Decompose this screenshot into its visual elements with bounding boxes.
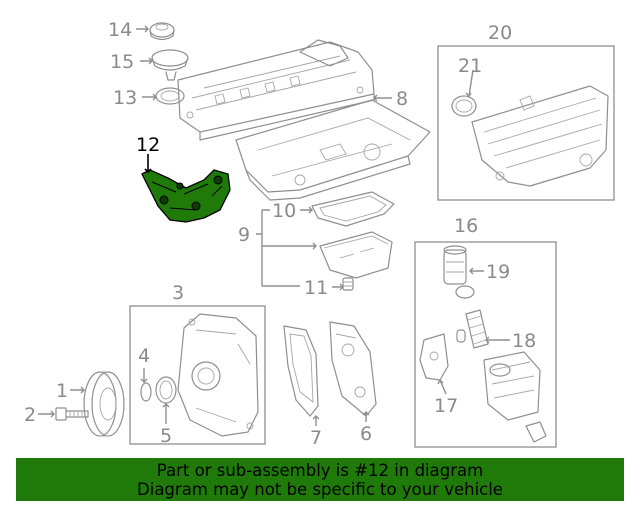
- callout-6: 6: [360, 423, 372, 445]
- part-21-seal: [451, 95, 477, 117]
- callout-5: 5: [160, 425, 172, 447]
- housing-plug: [525, 421, 547, 443]
- callout-2: 2: [24, 404, 36, 426]
- banner-line-2: Diagram may not be specific to your vehi…: [137, 480, 503, 499]
- callout-10: 10: [272, 200, 296, 222]
- part-2-bolt: [55, 407, 89, 421]
- leader-lines: [38, 25, 510, 426]
- callout-4: 4: [138, 345, 150, 367]
- callout-16: 16: [454, 215, 478, 237]
- callout-19: 19: [486, 261, 510, 283]
- part-15-seal: [151, 49, 189, 81]
- box-20: [437, 45, 615, 201]
- part-10-pan-gasket: [311, 191, 395, 227]
- callout-9: 9: [238, 224, 250, 246]
- callout-13: 13: [113, 87, 137, 109]
- part-14-cap: [149, 22, 175, 41]
- callout-17: 17: [434, 395, 458, 417]
- callout-15: 15: [110, 51, 134, 73]
- part-18-small-seal: [456, 329, 466, 343]
- part-4-seal: [140, 382, 152, 402]
- valve-cover: [177, 39, 375, 141]
- part-3-timing-cover: [177, 313, 259, 437]
- part-19-filter-cap: [443, 245, 467, 285]
- part-7-gasket: [283, 325, 319, 417]
- info-banner: Part or sub-assembly is #12 in diagram D…: [16, 458, 624, 501]
- part-19-oring: [455, 285, 475, 299]
- part-17-bracket: [419, 333, 449, 381]
- callout-20: 20: [488, 22, 512, 44]
- banner-line-1: Part or sub-assembly is #12 in diagram: [156, 461, 484, 480]
- callout-1: 1: [56, 380, 68, 402]
- callout-3: 3: [172, 282, 184, 304]
- callout-11: 11: [304, 277, 328, 299]
- part-11-drain-plug: [342, 277, 354, 291]
- part-13-gasket: [155, 87, 185, 105]
- part-20-intake-manifold: [471, 85, 609, 187]
- part-9-oil-pan-lower: [319, 231, 393, 279]
- callout-21: 21: [458, 55, 482, 77]
- callout-8: 8: [396, 88, 408, 110]
- part-1-pulley: [83, 371, 125, 437]
- callout-7: 7: [310, 427, 322, 449]
- part-12-bracket-highlighted: [141, 169, 231, 223]
- parts-diagram: 14 15 13 8 12 10 9 11 20 21 16 19 18 17 …: [24, 19, 615, 449]
- part-8-oil-pan-upper: [235, 99, 431, 201]
- callout-14: 14: [108, 19, 132, 41]
- part-18-filter-element: [465, 309, 489, 349]
- callout-12: 12: [136, 134, 160, 156]
- callout-labels: 14 15 13 8 12 10 9 11 20 21 16 19 18 17 …: [24, 19, 536, 449]
- part-6-cover: [329, 321, 377, 417]
- box-16: [414, 241, 557, 448]
- filter-housing: [483, 351, 541, 421]
- callout-18: 18: [512, 330, 536, 352]
- box-3: [129, 305, 266, 445]
- part-5-seal: [155, 376, 177, 404]
